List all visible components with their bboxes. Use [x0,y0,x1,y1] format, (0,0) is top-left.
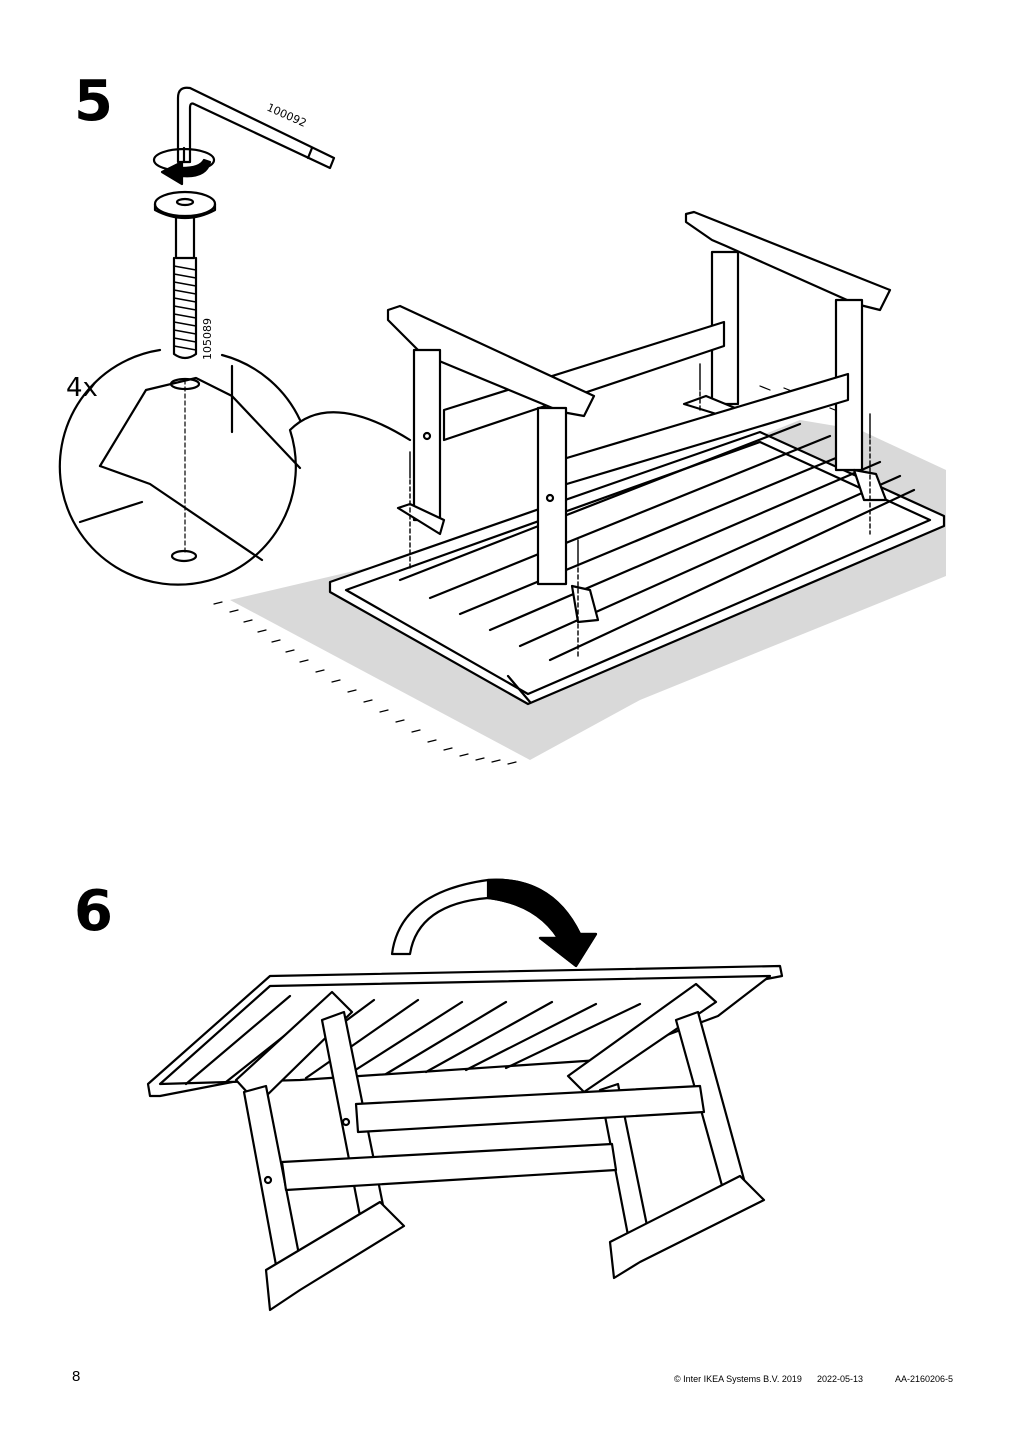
bolt-part-number: 105089 [201,318,214,360]
step-6-number: 6 [74,879,113,944]
allen-key-icon: 100092 [176,86,336,170]
quantity-label: 4x [66,373,98,403]
document-id: AA-2160206-5 [895,1374,954,1384]
rotate-arrow-icon [152,147,216,186]
document-date: 2022-05-13 [817,1374,864,1384]
flip-arrow-icon [390,878,598,968]
copyright-notice: © Inter IKEA Systems B.V. 2019 [674,1374,802,1384]
bolt-positions [409,363,871,657]
step-5-number: 5 [74,69,113,134]
page-number: 8 [72,1368,81,1385]
table-upside-down [328,210,946,706]
allen-key-part-number: 100092 [265,101,309,130]
bolt-icon: 105089 [153,190,217,360]
table-upright [146,964,784,1312]
detail-circle [58,348,412,586]
